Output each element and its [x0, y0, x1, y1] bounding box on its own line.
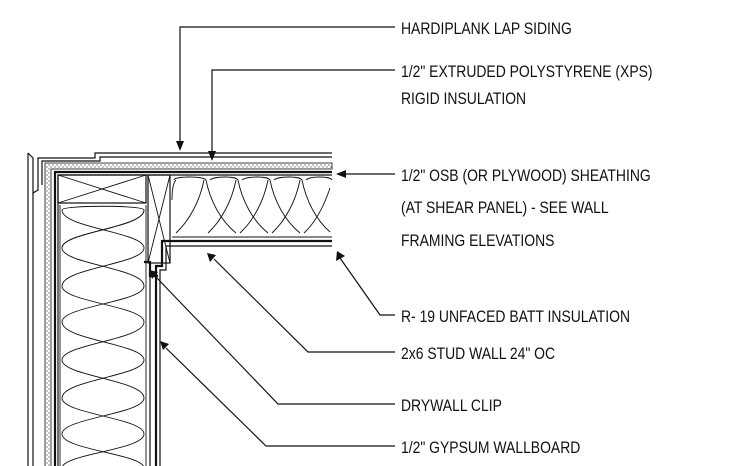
batt-insulation-horizontal: [171, 176, 333, 238]
label-osb-line3: FRAMING ELEVATIONS: [401, 232, 554, 251]
label-gypsum: 1/2" GYPSUM WALLBOARD: [401, 439, 580, 458]
label-stud: 2x6 STUD WALL 24" OC: [401, 345, 555, 364]
label-osb-line1: 1/2" OSB (OR PLYWOOD) SHEATHING: [401, 167, 651, 186]
label-xps-line2: RIGID INSULATION: [401, 90, 526, 109]
corner-stud: [147, 174, 171, 264]
gypsum-wallboard: [149, 239, 332, 466]
label-clip: DRYWALL CLIP: [401, 397, 502, 416]
label-xps-line1: 1/2" EXTRUDED POLYSTYRENE (XPS): [401, 63, 653, 82]
hardiplank-siding: [27, 152, 332, 466]
leader-lines: [149, 26, 395, 447]
label-batt: R- 19 UNFACED BATT INSULATION: [401, 308, 630, 327]
osb-sheathing: [53, 170, 332, 466]
label-osb-line2: (AT SHEAR PANEL) - SEE WALL: [401, 199, 609, 218]
corner-stud-block: [57, 174, 147, 204]
xps-rigid-insulation: [44, 162, 333, 466]
label-hardiplank: HARDIPLANK LAP SIDING: [401, 20, 572, 39]
batt-insulation-vertical: [59, 205, 147, 466]
